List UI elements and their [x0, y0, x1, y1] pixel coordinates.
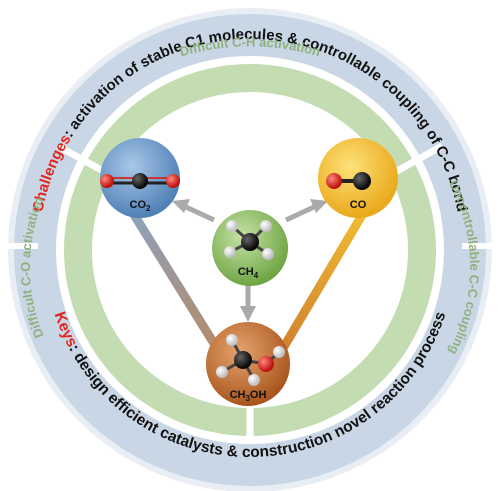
co2-node: CO2: [100, 138, 180, 218]
oxygen-atom: [166, 174, 180, 188]
carbon-atom: [353, 172, 371, 190]
co-label: CO: [350, 199, 367, 211]
reaction-arrows: [172, 199, 328, 322]
hydrogen-atom: [262, 248, 274, 260]
hydrogen-atom: [260, 220, 272, 232]
edge-co2-ch3oh: [123, 200, 223, 355]
hydrogen-atom: [248, 374, 260, 386]
hydrogen-atom: [224, 246, 236, 258]
arrow-to-co2: [172, 199, 216, 223]
hydrogen-atom: [226, 334, 238, 346]
hydrogen-atom: [226, 220, 238, 232]
oxygen-atom: [258, 356, 274, 372]
carbon-atom: [234, 351, 252, 369]
ch4-label: CH4: [238, 266, 259, 280]
ch3oh-label: CH3OH: [230, 389, 267, 403]
ch4-node: CH4: [212, 210, 288, 286]
edge-co-ch3oh: [277, 200, 373, 355]
carbon-atom: [132, 173, 148, 189]
carbon-atom: [241, 233, 259, 251]
oxygen-atom: [326, 173, 342, 189]
co2-label: CO2: [130, 199, 152, 213]
triangle-edges: [123, 160, 373, 355]
hydrogen-atom: [273, 346, 285, 358]
co-node: CO: [318, 138, 398, 218]
ch3oh-node: CH3OH: [206, 322, 290, 406]
arrow-to-co: [284, 199, 328, 223]
oxygen-atom: [100, 174, 114, 188]
hydrogen-atom: [216, 366, 228, 378]
